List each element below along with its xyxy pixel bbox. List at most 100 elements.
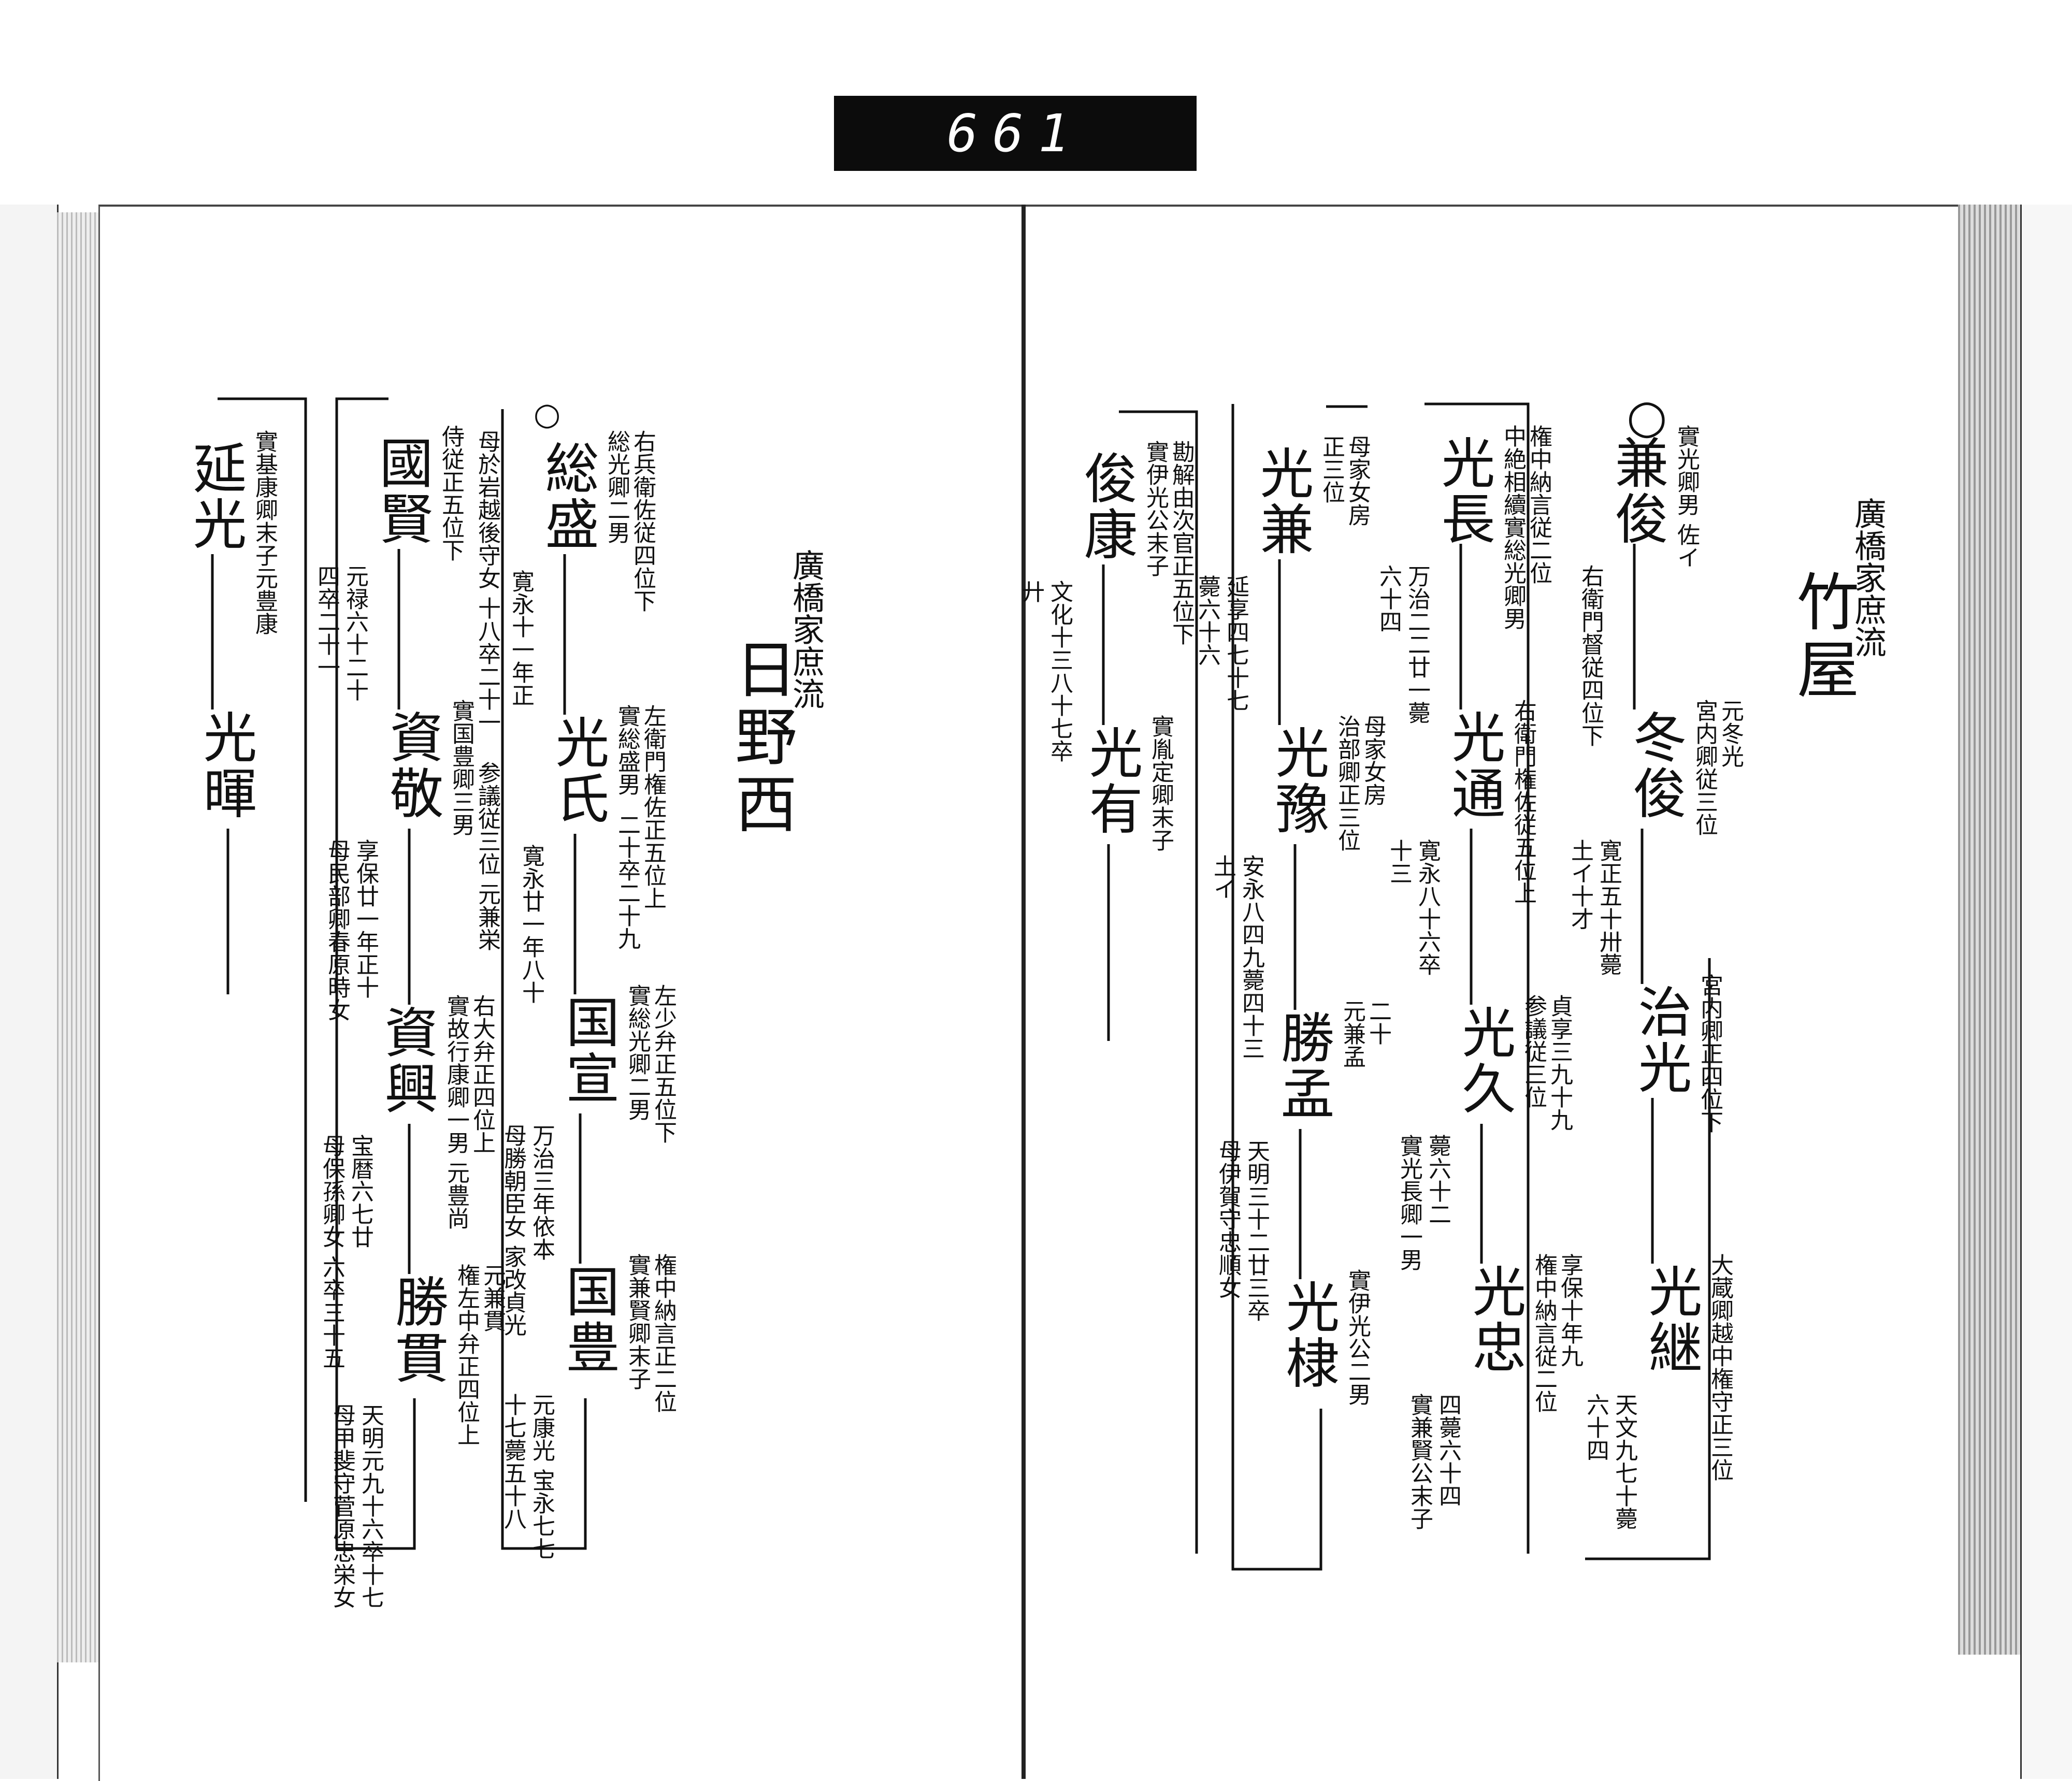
- person-name: 資敬: [380, 709, 443, 821]
- person-annotation: 参議従三位 元兼栄: [474, 761, 500, 951]
- person-annotation: 薨六十二: [1424, 1134, 1451, 1225]
- person-annotation: 正三位: [1318, 435, 1345, 503]
- person-annotation: 宝暦六七廿: [347, 1134, 373, 1248]
- person-annotation: 十三: [1386, 839, 1412, 885]
- marker-circle-icon: ○: [1627, 389, 1667, 444]
- person-annotation: 母伊賀守忠順女: [1215, 1139, 1241, 1299]
- person-annotation: 實伊光公末子: [1142, 440, 1169, 577]
- person-annotation: 土イ十才: [1567, 839, 1593, 930]
- left-page-header: 廣橋家庶流: [787, 549, 825, 709]
- person-annotation: 母於岩越後守女 十八卒二十一: [474, 430, 500, 733]
- person-name: 光長: [1432, 435, 1495, 547]
- person-name: 光暉: [194, 709, 257, 821]
- right-page-stack: [1958, 205, 2020, 1655]
- person-name: 光棣: [1276, 1279, 1340, 1391]
- person-annotation: 天明三十二廿三卒: [1243, 1139, 1270, 1322]
- person-name: 光忠: [1463, 1264, 1526, 1375]
- person-annotation: 實故行康卿一男 元豊尚: [443, 994, 469, 1229]
- person-annotation: 實伊光公二男: [1344, 1269, 1371, 1406]
- person-annotation: 右兵衛佐従四位下: [629, 430, 656, 612]
- person-annotation: 元兼孟: [1339, 1000, 1365, 1068]
- person-name: 勝孟: [1271, 1010, 1334, 1122]
- person-name: 光通: [1442, 709, 1505, 821]
- person-annotation: 中絶相續實総光卿男: [1500, 425, 1526, 630]
- person-annotation: 左衛門権佐正五位上: [640, 704, 666, 909]
- right-page-title: 竹屋: [1786, 570, 1858, 704]
- person-annotation: 六十四: [1582, 1393, 1609, 1461]
- person-annotation: 實総盛男: [614, 704, 640, 795]
- person-annotation: 元康光 宝永七七: [528, 1393, 555, 1560]
- person-annotation: 享保廿一年正十: [352, 839, 379, 998]
- person-annotation: 實国豊卿三男: [448, 699, 474, 836]
- person-annotation: 實基康卿末子元豊康: [251, 430, 278, 635]
- person-annotation: 天明元九十六卒十七: [357, 1403, 384, 1609]
- marker-circle-icon: ○: [534, 396, 560, 432]
- person-name: 光継: [1639, 1264, 1702, 1375]
- person-annotation: 延享四七十七: [1222, 575, 1249, 712]
- person-annotation: 権中納言従二位: [1531, 1253, 1557, 1413]
- left-page-stack: [57, 212, 98, 1662]
- person-annotation: 享保十年九: [1557, 1253, 1583, 1367]
- person-name: 國賢: [370, 435, 433, 547]
- person-annotation: 母家女房: [1360, 715, 1386, 806]
- person-name: 兼俊: [1605, 435, 1668, 547]
- person-name: 光久: [1452, 1005, 1516, 1117]
- person-annotation: 文化十三八十七卒: [1046, 580, 1073, 762]
- person-annotation: 實胤定卿末子: [1147, 715, 1174, 851]
- person-annotation: 貞享三九十九: [1546, 994, 1573, 1131]
- person-annotation: 天文九七十薨: [1611, 1393, 1637, 1530]
- right-outer-edge: [2020, 205, 2072, 1779]
- person-annotation: 権中納言正二位: [650, 1253, 677, 1413]
- person-annotation: 元冬光: [1717, 699, 1744, 768]
- person-annotation: 母勝朝臣女 家改貞光: [500, 1124, 526, 1336]
- left-page: [98, 205, 1025, 1781]
- person-annotation: 寛正五十卅薨: [1595, 839, 1622, 976]
- person-annotation: 實光長卿一男: [1396, 1134, 1422, 1271]
- person-annotation: 廾: [1018, 580, 1044, 603]
- person-annotation: 宮内卿従三位: [1691, 699, 1718, 836]
- person-name: 冬俊: [1623, 709, 1687, 821]
- person-name: 光兼: [1250, 445, 1314, 557]
- person-annotation: 寛永十一年正: [508, 570, 534, 706]
- person-annotation: 勘解由次官正五位下: [1168, 440, 1195, 645]
- person-annotation: 大蔵卿越中権守正三位: [1707, 1253, 1733, 1481]
- person-annotation: 實総光卿二男: [624, 984, 651, 1121]
- person-annotation: 総光卿二男: [603, 430, 630, 544]
- person-annotation: 右大弁正四位上: [469, 994, 495, 1154]
- person-annotation: 四薨六十四: [1435, 1393, 1461, 1507]
- person-name: 国宣: [556, 994, 620, 1106]
- person-annotation: 四卒二十一: [313, 564, 340, 678]
- person-annotation: 権左中弁正四位上: [453, 1264, 480, 1446]
- person-annotation: 宮内卿正四位下: [1696, 974, 1723, 1133]
- person-name: 資興: [375, 1005, 438, 1117]
- person-annotation: 實兼賢卿末子: [624, 1253, 651, 1390]
- person-annotation: 實兼賢公末子: [1406, 1393, 1433, 1530]
- person-annotation: 六十四: [1375, 564, 1402, 633]
- person-annotation: 参議従三位: [1520, 994, 1547, 1108]
- person-name: 延光: [183, 440, 247, 552]
- book-gutter: [1021, 205, 1026, 1779]
- person-name: 国豊: [556, 1264, 620, 1375]
- person-annotation: 母民部卿春原時女: [324, 839, 350, 1021]
- person-annotation: 安永八四九薨四十三: [1238, 855, 1264, 1060]
- person-annotation: 母甲斐守菅原忠栄女: [329, 1403, 355, 1609]
- person-name: 光氏: [546, 715, 609, 827]
- right-page-header: 廣橋家庶流: [1849, 497, 1887, 658]
- person-name: 光豫: [1266, 725, 1329, 837]
- person-annotation: 右衛門権佐従五位上: [1510, 699, 1536, 904]
- person-annotation: 権中納言従二位: [1526, 425, 1552, 584]
- person-name: 光有: [1080, 725, 1143, 837]
- person-annotation: 元兼貫: [479, 1264, 506, 1332]
- left-outer-edge: [0, 205, 59, 1779]
- person-annotation: 左少弁正五位下: [650, 984, 677, 1143]
- person-annotation: 實光卿男 佐イ: [1673, 425, 1700, 569]
- person-annotation: 寛永廿一年八十: [518, 844, 544, 1004]
- person-annotation: 二十: [1365, 1000, 1391, 1045]
- person-annotation: 二十卒二十九: [614, 813, 640, 950]
- left-page-title: 日野西: [724, 637, 796, 839]
- person-annotation: 右衛門督従四位下: [1577, 564, 1604, 747]
- person-annotation: 治部卿正三位: [1334, 715, 1360, 851]
- person-annotation: 土イ: [1210, 855, 1236, 900]
- person-name: 勝貫: [385, 1274, 449, 1386]
